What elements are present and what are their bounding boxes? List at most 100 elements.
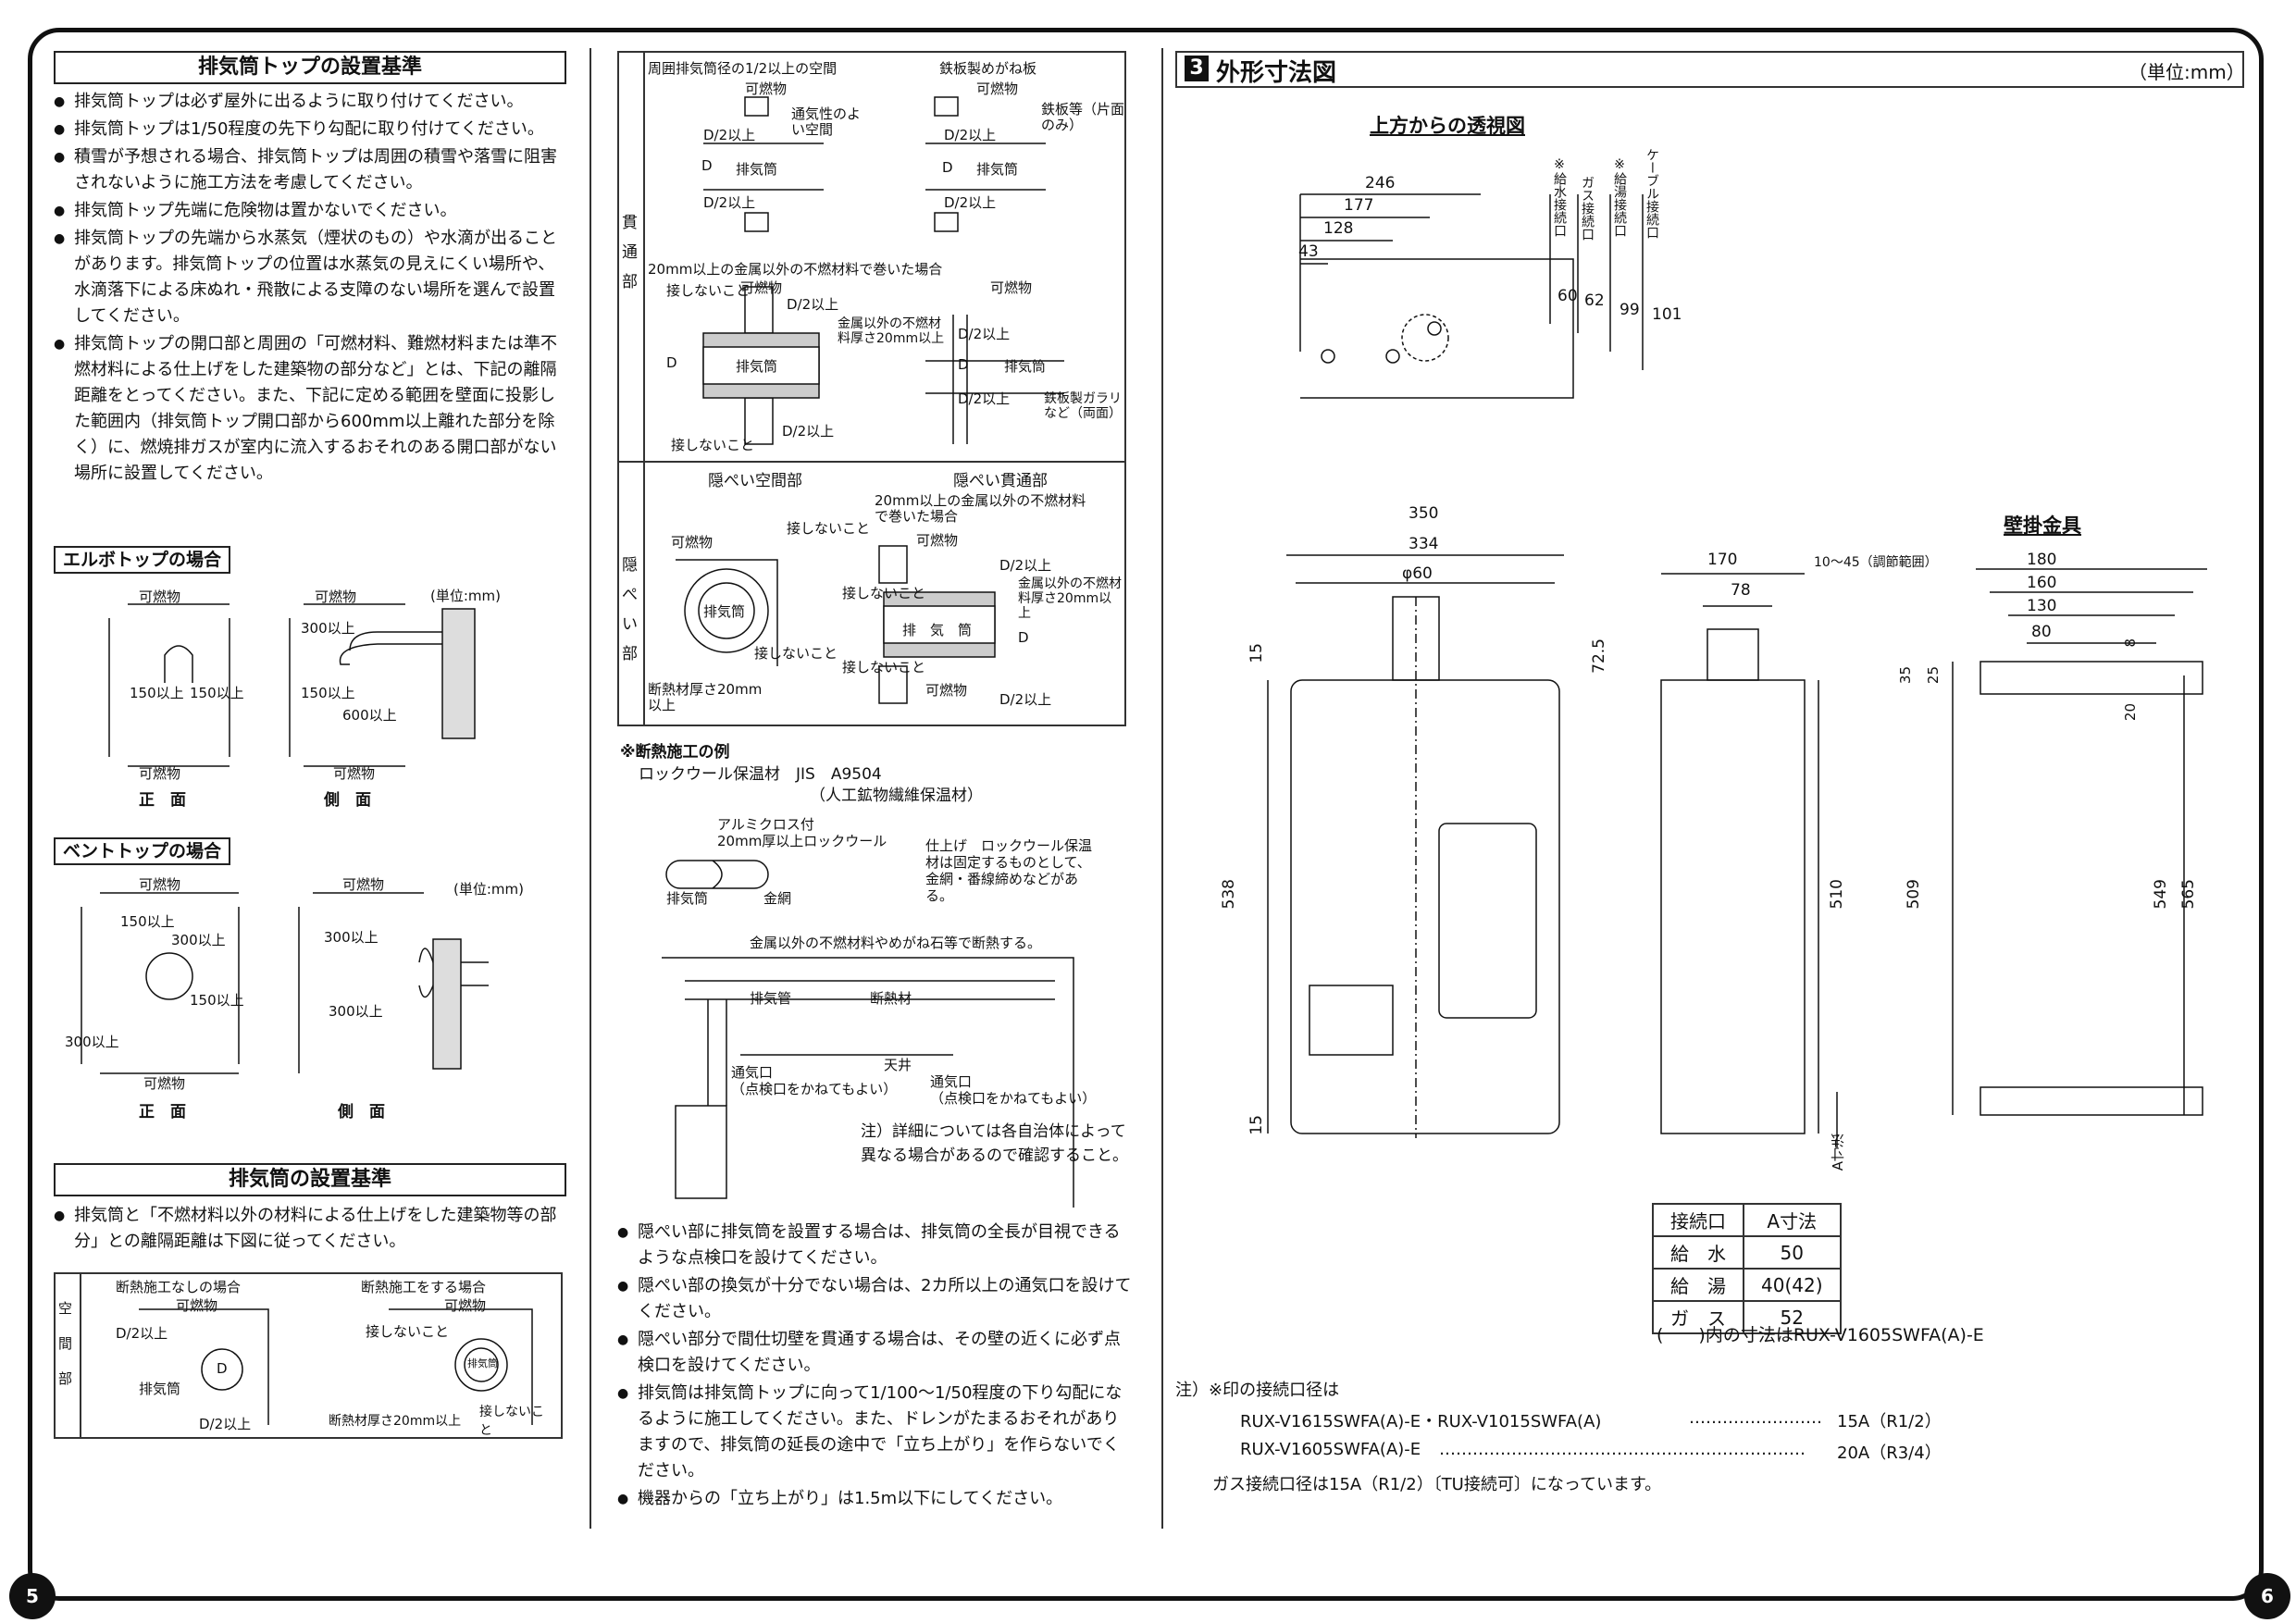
vent-title: ベントトップの場合 <box>54 837 231 865</box>
table-header-row: 接続口 A寸法 <box>1652 1203 1842 1237</box>
hidden-label: 隠ぺい部 <box>622 556 638 663</box>
top-dim-43: 43 <box>1298 242 1319 261</box>
top-view-title: 上方からの透視図 <box>1370 115 1525 137</box>
penetration-box <box>617 51 1126 726</box>
hid-b-d2b: D/2以上 <box>999 691 1052 708</box>
insul-cover-note: 金属以外の不燃材料やめがね石等で断熱する。 <box>750 935 1042 951</box>
top-vdim-99: 99 <box>1620 301 1640 319</box>
side-h-725: 72.5 <box>1590 638 1608 674</box>
side-a-dim: A寸法 <box>1830 1134 1846 1171</box>
pen-c-d: D <box>666 354 677 371</box>
notes-line2-model: RUX-V1605SWFA(A)-E <box>1240 1440 1421 1459</box>
space-label-cell <box>54 1272 81 1439</box>
bullet: 排気筒トップは1/50程度の先下り勾配に取り付けてください。 <box>54 117 567 142</box>
space-no-contact: 接しないこと <box>366 1323 450 1340</box>
page-number-right: 6 <box>2244 1573 2290 1619</box>
vent-front-d4: 300以上 <box>65 1034 119 1050</box>
elbow-side-d1: 300以上 <box>301 620 355 637</box>
elbow-title: エルボトップの場合 <box>54 546 231 574</box>
front-phi-60: φ60 <box>1402 564 1433 583</box>
top-dim-177: 177 <box>1344 196 1374 215</box>
penetration-label: 貫通部 <box>622 214 638 291</box>
hid-b-metal: 金属以外の不燃材料厚さ20mm以上 <box>1018 576 1122 621</box>
elbow-front-combustible-bottom: 可燃物 <box>139 765 181 782</box>
pen-a-combustible: 可燃物 <box>745 81 788 97</box>
insul-alu: アルミクロス付 <box>717 816 814 833</box>
pen-d-d: D <box>958 356 969 373</box>
pen-c-d2b: D/2以上 <box>782 423 835 440</box>
vent-diagram <box>81 892 489 1074</box>
insul-vent1-sub: （点検口をかねてもよい） <box>731 1081 898 1097</box>
insul-note: 注）詳細については各自治体によって異なる場合があるので確認すること。 <box>861 1122 1128 1165</box>
pen-b-pipe: 排気筒 <box>976 161 1019 178</box>
column-divider-1 <box>590 48 591 1529</box>
bracket-title: 壁掛金具 <box>2004 514 2081 537</box>
top-view-diagram <box>1299 193 1644 399</box>
hid-b-no-contact: 接しないこと <box>842 585 926 601</box>
bracket-w-130: 130 <box>2027 597 2057 615</box>
top-label-water: ※給水接続口 <box>1552 157 1567 237</box>
insul-pipe: 排気筒 <box>666 890 709 907</box>
hid-a-insul: 断熱材厚さ20mm以上 <box>648 681 763 713</box>
space-no-contact-2: 接しないこと <box>479 1405 544 1438</box>
pen-b-plate: 鉄板等（片面のみ） <box>1041 101 1125 133</box>
front-view-diagram <box>1267 554 1564 1138</box>
pen-a-air: 通気性のよい空間 <box>791 105 862 138</box>
hidden-label-cell <box>617 463 645 726</box>
bracket-w-180: 180 <box>2027 551 2057 569</box>
space-combustible-2: 可燃物 <box>444 1297 487 1314</box>
hid-a-combustible: 可燃物 <box>671 534 714 551</box>
pen-b-d: D <box>942 159 953 176</box>
section-title-top: 排気筒トップの設置基準 <box>54 51 566 84</box>
space-d2-top: D/2以上 <box>116 1325 168 1342</box>
table-cell: 50 <box>1743 1235 1842 1270</box>
pen-d-d2a: D/2以上 <box>958 326 1011 342</box>
elbow-front-d1: 150以上 <box>130 685 184 701</box>
insul-finish-note: 仕上げ ロックウール保温材は固定するものとして、金網・番線締めなどがある。 <box>925 837 1093 904</box>
bullet: 排気筒は排気筒トップに向って1/100～1/50程度の下り勾配になるように施工し… <box>617 1381 1136 1484</box>
bullet: 排気筒と「不燃材料以外の材料による仕上げをした建築物等の部分」との離隔距離は下図… <box>54 1203 567 1255</box>
table-cell: 52 <box>1743 1300 1842 1334</box>
bullet: 隠ぺい部に排気筒を設置する場合は、排気筒の全長が目視できるような点検口を設けてく… <box>617 1220 1136 1271</box>
vent-side-d1: 300以上 <box>324 929 379 946</box>
vent-front-combustible: 可燃物 <box>139 876 181 893</box>
elbow-side-combustible-bottom: 可燃物 <box>333 765 376 782</box>
hid-b-pipe: 排 気 筒 <box>902 622 973 638</box>
side-view-diagram <box>1660 573 1838 1147</box>
section-number: 3 <box>1185 56 1209 81</box>
pen-c-title: 20mm以上の金属以外の不燃材料で巻いた場合 <box>648 261 943 278</box>
hid-a-title: 隠ぺい空間部 <box>708 472 802 490</box>
pen-b-title: 鉄板製めがね板 <box>939 60 1037 77</box>
elbow-unit: (単位:mm) <box>430 588 501 604</box>
space-d2-bottom: D/2以上 <box>199 1416 252 1432</box>
notes-line1-model: RUX-V1615SWFA(A)-E・RUX-V1015SWFA(A) <box>1240 1412 1602 1431</box>
hid-b-no-contact-2: 接しないこと <box>842 659 926 675</box>
table-cell: 給 湯 <box>1652 1268 1744 1302</box>
bracket-h-549: 549 <box>2152 879 2170 910</box>
top-vdim-60: 60 <box>1558 287 1578 305</box>
vent-side-combustible: 可燃物 <box>342 876 385 893</box>
bottom-bullets: 排気筒と「不燃材料以外の材料による仕上げをした建築物等の部分」との離隔距離は下図… <box>54 1203 567 1257</box>
front-h-538: 538 <box>1220 879 1238 910</box>
pen-c-combustible: 可燃物 <box>740 279 783 296</box>
vent-side-label: 側 面 <box>338 1103 385 1121</box>
insul-material-sub: （人工鉱物繊維保温材） <box>810 787 983 805</box>
notes-line2-dots: ………………………………………………………… <box>1439 1440 1806 1459</box>
pen-a-d: D <box>701 157 713 174</box>
pen-b-d2a: D/2以上 <box>944 127 997 143</box>
notes-line3: ガス接続口径は15A（R1/2）〔TU接続可〕になっています。 <box>1212 1475 1662 1494</box>
notes-line2-size: 20A（R3/4） <box>1837 1443 1942 1463</box>
notes-head: 注）※印の接続口径は <box>1175 1381 1340 1400</box>
hid-a-pipe: 排気筒 <box>703 603 746 620</box>
insul-mesh: 金網 <box>763 890 792 907</box>
pen-d-pipe: 排気筒 <box>1004 358 1047 375</box>
page-frame <box>28 28 2264 1601</box>
hid-b-title: 隠ぺい貫通部 <box>953 472 1048 490</box>
hid-b-sub: 20mm以上の金属以外の不燃材料で巻いた場合 <box>875 492 1086 525</box>
pen-c-no-contact: 接しないこと <box>666 282 751 299</box>
elbow-side-d2: 150以上 <box>301 685 355 701</box>
table-row: ガ ス 52 <box>1652 1300 1842 1334</box>
bracket-h-20: 20 <box>2122 703 2139 722</box>
pen-b-combustible: 可燃物 <box>976 81 1019 97</box>
insul-insulator: 断熱材 <box>870 990 912 1007</box>
